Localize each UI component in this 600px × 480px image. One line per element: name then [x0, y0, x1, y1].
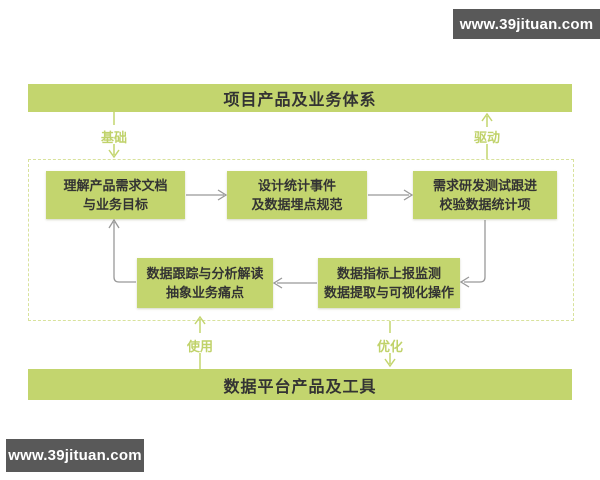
- edge-arrow-use-up: [194, 315, 206, 333]
- edge-arrow-drive-up: [481, 112, 493, 127]
- edge-arrow-foundation-down: [108, 144, 120, 159]
- flow-box-line: 理解产品需求文档: [63, 178, 168, 193]
- flow-box-understand-requirements: 理解产品需求文档 与业务目标: [46, 171, 185, 219]
- flow-box-line: 校验数据统计项: [439, 197, 531, 212]
- flow-box-line: 数据指标上报监测: [336, 266, 441, 281]
- watermark-text: www.39jituan.com: [459, 15, 594, 33]
- flow-box-line: 与业务目标: [82, 197, 148, 212]
- flow-box-design-events: 设计统计事件 及数据埋点规范: [227, 171, 367, 219]
- flow-box-dev-test-follow: 需求研发测试跟进 校验数据统计项: [413, 171, 557, 219]
- edge-arrow-optimize-down: [384, 353, 396, 368]
- arrow-box2-to-box3: [368, 189, 414, 201]
- flow-box-line: 数据提取与可视化操作: [323, 285, 454, 300]
- watermark-text: www.39jituan.com: [8, 447, 142, 464]
- flow-box-data-tracking-analysis: 数据跟踪与分析解读 抽象业务痛点: [137, 258, 273, 308]
- connector-box4-to-box1: [108, 218, 136, 283]
- connector-box3-to-box5: [459, 220, 486, 288]
- edge-label-drive: 驱动: [473, 130, 501, 145]
- watermark-top-right: www.39jituan.com: [453, 9, 600, 39]
- process-dashed-frame: [28, 159, 574, 321]
- edge-label-optimize: 优化: [376, 339, 404, 354]
- bottom-system-bar-label: 数据平台产品及工具: [223, 378, 377, 396]
- flow-box-line: 及数据埋点规范: [251, 197, 343, 212]
- flow-box-line: 数据跟踪与分析解读: [146, 266, 264, 281]
- top-system-bar: 项目产品及业务体系: [28, 84, 572, 112]
- bottom-system-bar: 数据平台产品及工具: [28, 369, 572, 400]
- flow-box-line: 需求研发测试跟进: [432, 178, 537, 193]
- arrow-box1-to-box2: [186, 189, 228, 201]
- flow-box-metric-monitoring: 数据指标上报监测 数据提取与可视化操作: [318, 258, 460, 308]
- flow-box-line: 设计统计事件: [257, 178, 336, 193]
- edge-label-foundation: 基础: [100, 130, 128, 145]
- flow-box-line: 抽象业务痛点: [165, 285, 244, 300]
- top-system-bar-label: 项目产品及业务体系: [223, 92, 377, 109]
- watermark-bottom-left: www.39jituan.com: [6, 439, 144, 472]
- arrow-box5-to-box4: [272, 277, 317, 289]
- edge-label-use: 使用: [186, 339, 214, 354]
